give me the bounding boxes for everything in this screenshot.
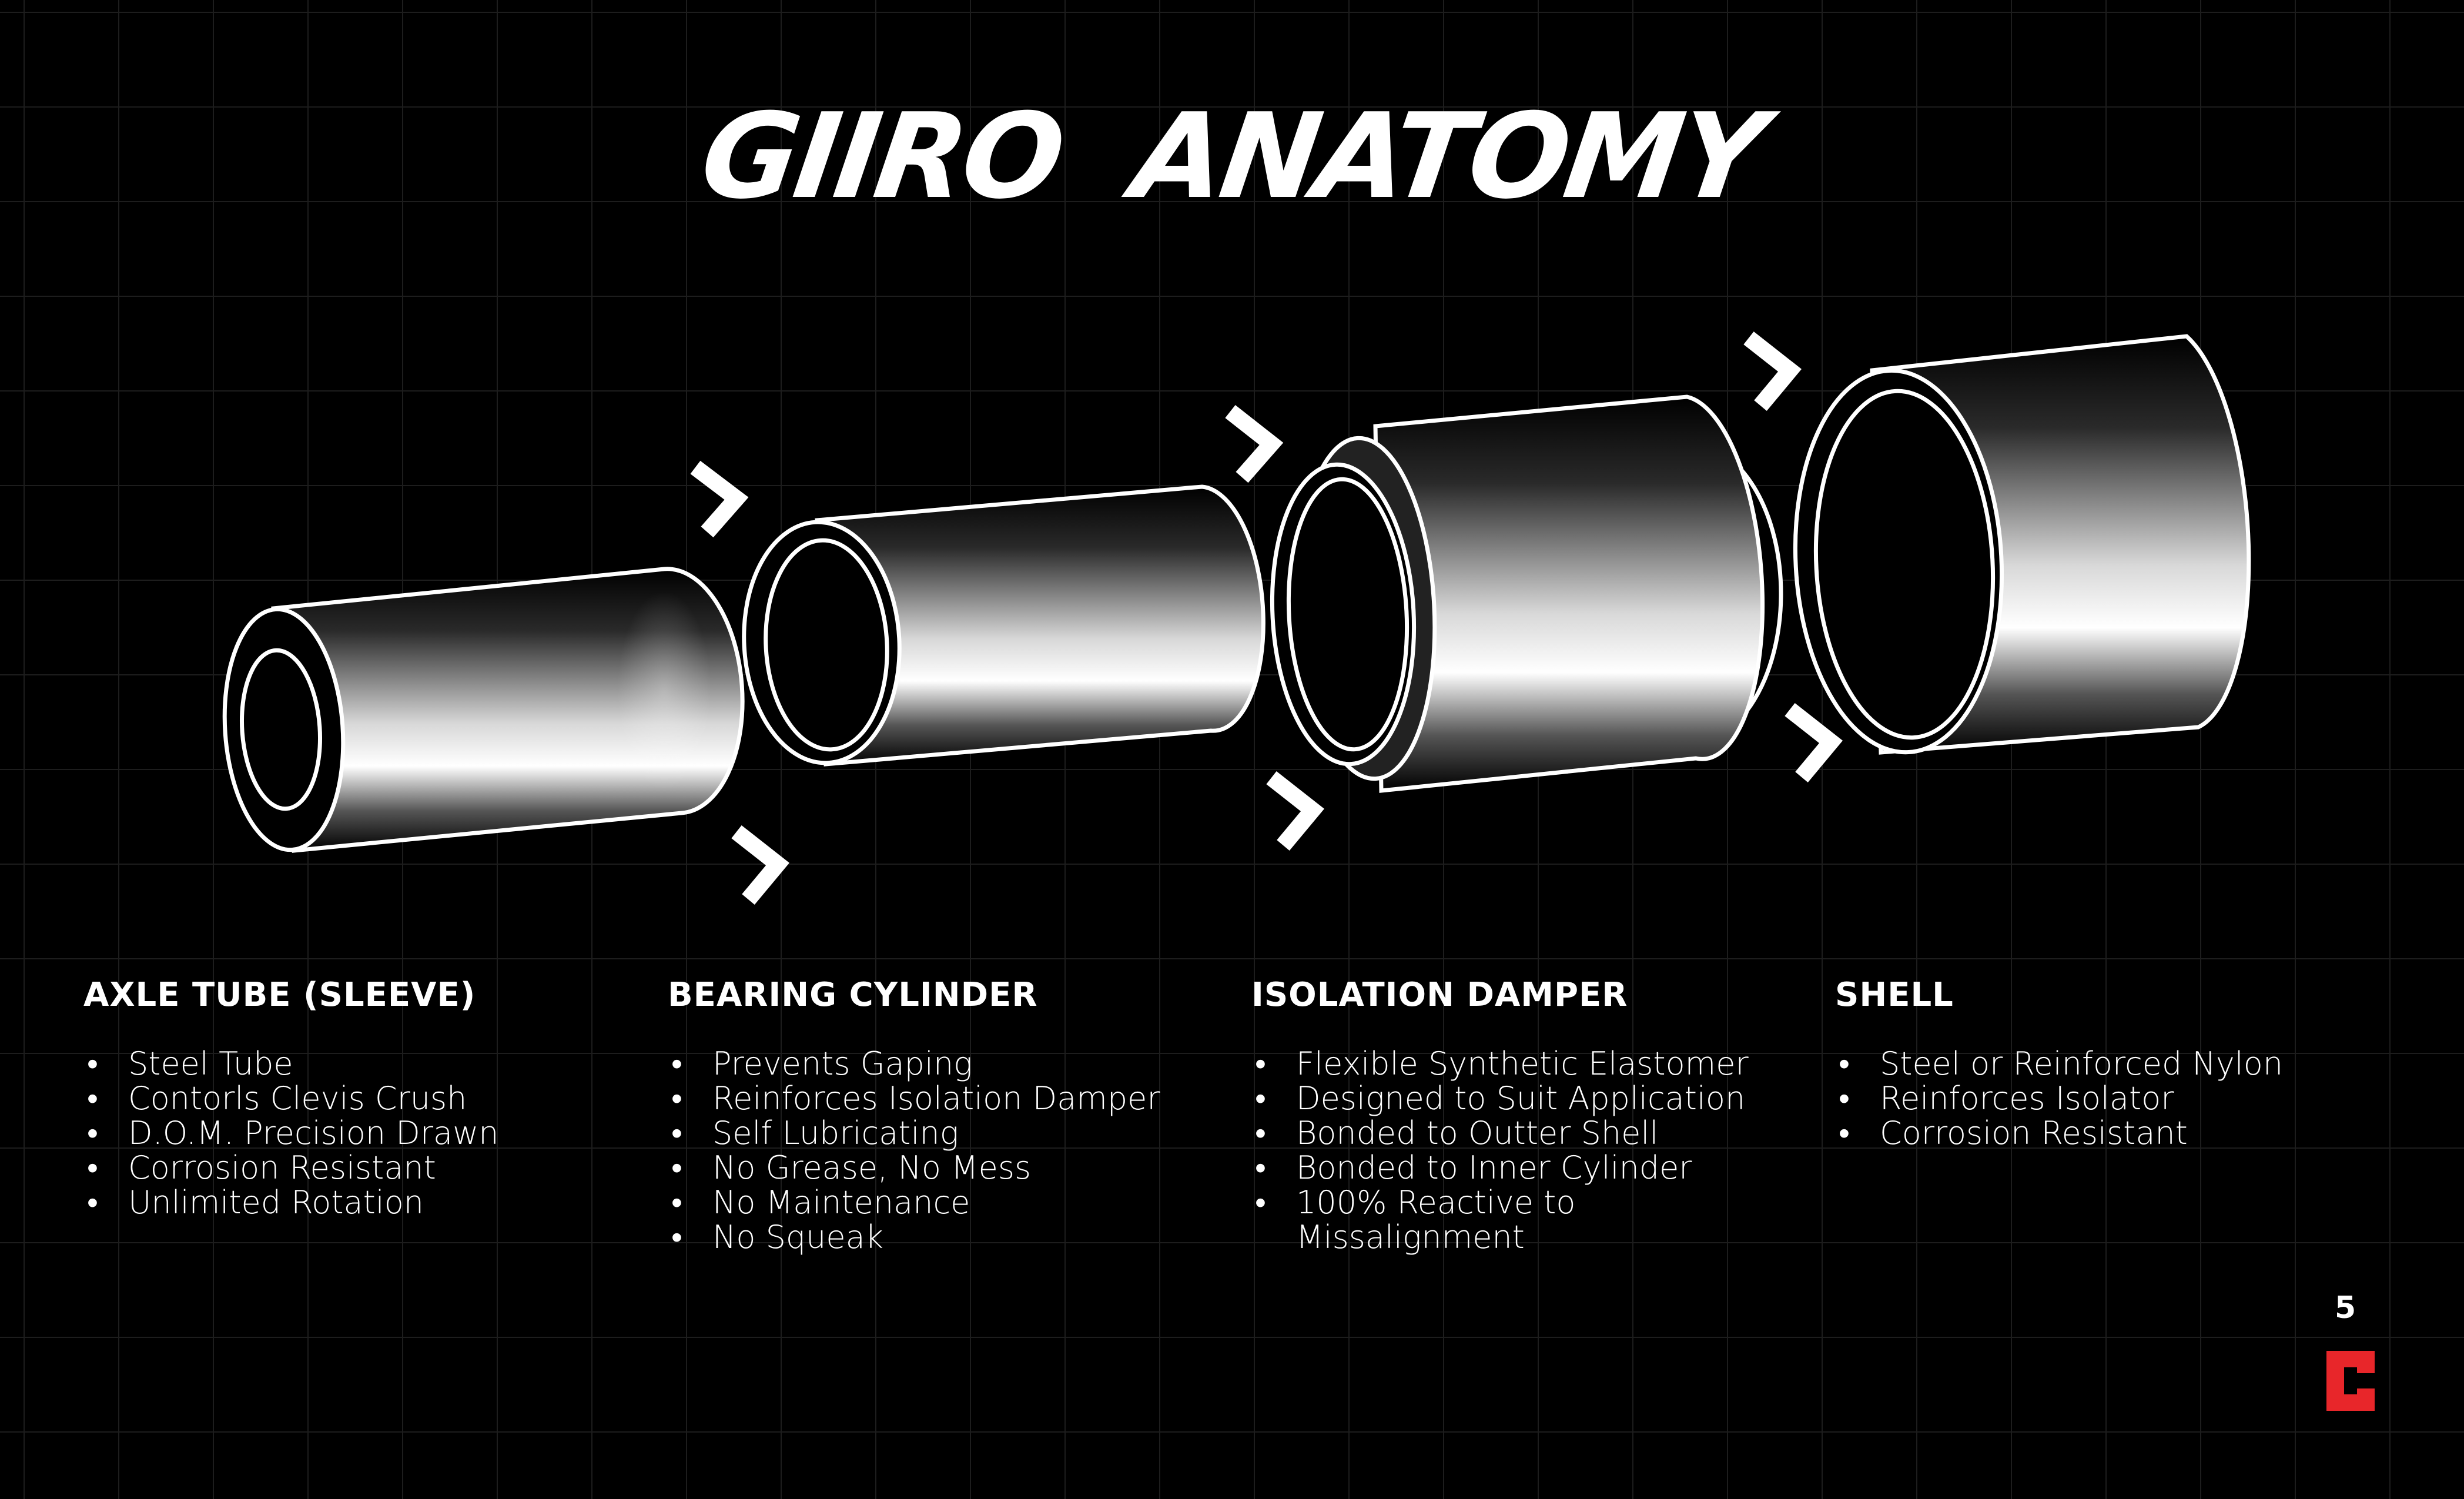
- list-item-text: Contorls Clevis Crush: [128, 1080, 467, 1117]
- section-heading: BEARING CYLINDER: [668, 976, 1038, 1014]
- bullet: •: [87, 1149, 98, 1186]
- section-heading: SHELL: [1835, 976, 1954, 1014]
- bullet: •: [87, 1115, 98, 1152]
- bullet: •: [671, 1219, 682, 1256]
- chevron-right-icon: [1266, 771, 1324, 851]
- list-item-text: Steel or Reinforced Nylon: [1880, 1045, 2284, 1082]
- list-item: • Steel or Reinforced Nylon: [1835, 1046, 2399, 1081]
- list-item: • Corrosion Resistant: [1835, 1116, 2399, 1150]
- bearing-cylinder-part: [742, 484, 1266, 767]
- isolation-damper-part: [1270, 394, 1783, 793]
- chevron-right-icon: [1225, 404, 1284, 483]
- list-item: • No Squeak: [668, 1220, 1232, 1254]
- list-item-text: Bonded to Inner Cylinder: [1296, 1149, 1692, 1186]
- feature-list: • Steel or Reinforced Nylon • Reinforces I…: [1835, 1046, 2399, 1150]
- bullet: •: [1839, 1045, 1850, 1082]
- list-item-text: Unlimited Rotation: [128, 1184, 424, 1221]
- list-item: • 100% Reactive to: [1251, 1185, 1816, 1220]
- bullet: •: [671, 1080, 682, 1117]
- list-item-text: Self Lubricating: [712, 1115, 959, 1152]
- bullet: •: [1839, 1115, 1850, 1152]
- bullet: •: [1255, 1045, 1266, 1082]
- bullet: •: [1255, 1115, 1266, 1152]
- axle-tube-inner-bore: [239, 648, 323, 811]
- list-item-text: No Grease, No Mess: [712, 1149, 1032, 1186]
- list-item: • D.O.M. Precision Drawn: [83, 1116, 648, 1150]
- list-item-continuation: Missalignment: [1251, 1220, 1816, 1254]
- list-item-text: Steel Tube: [128, 1045, 293, 1082]
- isolation-damper-inner-bore: [1286, 477, 1410, 752]
- list-item-text: Bonded to Outter Shell: [1296, 1115, 1659, 1152]
- chevron-right-icon: [690, 460, 749, 538]
- list-item-text: D.O.M. Precision Drawn: [128, 1115, 499, 1152]
- list-item: • Contorls Clevis Crush: [83, 1081, 648, 1116]
- list-item: • Steel Tube: [83, 1046, 648, 1081]
- axle-tube-part: [222, 567, 745, 853]
- bullet: •: [671, 1184, 682, 1221]
- list-item-text: Corrosion Resistant: [128, 1149, 436, 1186]
- bullet: •: [1255, 1149, 1266, 1186]
- list-item: • Reinforces Isolation Damper: [668, 1081, 1232, 1116]
- section-isolation-damper: ISOLATION DAMPER • Flexible Synthetic Ela…: [1251, 976, 1816, 1254]
- chevron-right-icon: [1743, 331, 1802, 411]
- list-item: • Self Lubricating: [668, 1116, 1232, 1150]
- chevron-right-icon: [1785, 702, 1843, 782]
- bullet: •: [87, 1184, 98, 1221]
- bullet: •: [671, 1149, 682, 1186]
- bullet: •: [671, 1115, 682, 1152]
- shell-part: [1793, 334, 2251, 755]
- list-item-text: No Squeak: [712, 1219, 883, 1256]
- section-axle-tube: AXLE TUBE (SLEEVE) • Steel Tube • Contorls…: [83, 976, 648, 1220]
- section-heading: ISOLATION DAMPER: [1251, 976, 1628, 1014]
- bullet: •: [671, 1045, 682, 1082]
- section-heading: AXLE TUBE (SLEEVE): [83, 976, 476, 1014]
- list-item-text: Flexible Synthetic Elastomer: [1296, 1045, 1749, 1082]
- bullet: •: [87, 1045, 98, 1082]
- feature-list: • Steel Tube • Contorls Clevis Crush • D.O.…: [83, 1046, 648, 1220]
- brand-logo: [2326, 1351, 2375, 1411]
- list-item-text: No Maintenance: [712, 1184, 970, 1221]
- chevron-right-icon: [731, 825, 789, 905]
- list-item: • No Grease, No Mess: [668, 1150, 1232, 1185]
- list-item: • Corrosion Resistant: [83, 1150, 648, 1185]
- list-item-text: Corrosion Resistant: [1880, 1115, 2188, 1152]
- list-item: • No Maintenance: [668, 1185, 1232, 1220]
- feature-list: • Flexible Synthetic Elastomer • Designed …: [1251, 1046, 1816, 1254]
- list-item: • Bonded to Outter Shell: [1251, 1116, 1816, 1150]
- list-item-text: Reinforces Isolation Damper: [712, 1080, 1160, 1117]
- list-item-text: Reinforces Isolator: [1880, 1080, 2174, 1117]
- list-item: • Prevents Gaping: [668, 1046, 1232, 1081]
- list-item-text: Missalignment: [1296, 1219, 1525, 1256]
- list-item: • Designed to Suit Application: [1251, 1081, 1816, 1116]
- bearing-cylinder-inner-bore: [764, 538, 889, 752]
- bullet: •: [1839, 1080, 1850, 1117]
- page-number: 5: [2335, 1290, 2356, 1326]
- bullet: •: [87, 1080, 98, 1117]
- list-item: • Flexible Synthetic Elastomer: [1251, 1046, 1816, 1081]
- section-bearing-cylinder: BEARING CYLINDER • Prevents Gaping • Reinf…: [668, 976, 1232, 1254]
- section-shell: SHELL • Steel or Reinforced Nylon • Reinfo…: [1835, 976, 2399, 1150]
- list-item: • Bonded to Inner Cylinder: [1251, 1150, 1816, 1185]
- list-item-text: 100% Reactive to: [1296, 1184, 1576, 1221]
- list-item: • Unlimited Rotation: [83, 1185, 648, 1220]
- feature-list: • Prevents Gaping • Reinforces Isolation D…: [668, 1046, 1232, 1254]
- list-item-text: Prevents Gaping: [712, 1045, 973, 1082]
- list-item-text: Designed to Suit Application: [1296, 1080, 1746, 1117]
- list-item: • Reinforces Isolator: [1835, 1081, 2399, 1116]
- bullet: •: [1255, 1184, 1266, 1221]
- bullet: •: [1255, 1080, 1266, 1117]
- shell-inner-bore: [1813, 389, 1996, 740]
